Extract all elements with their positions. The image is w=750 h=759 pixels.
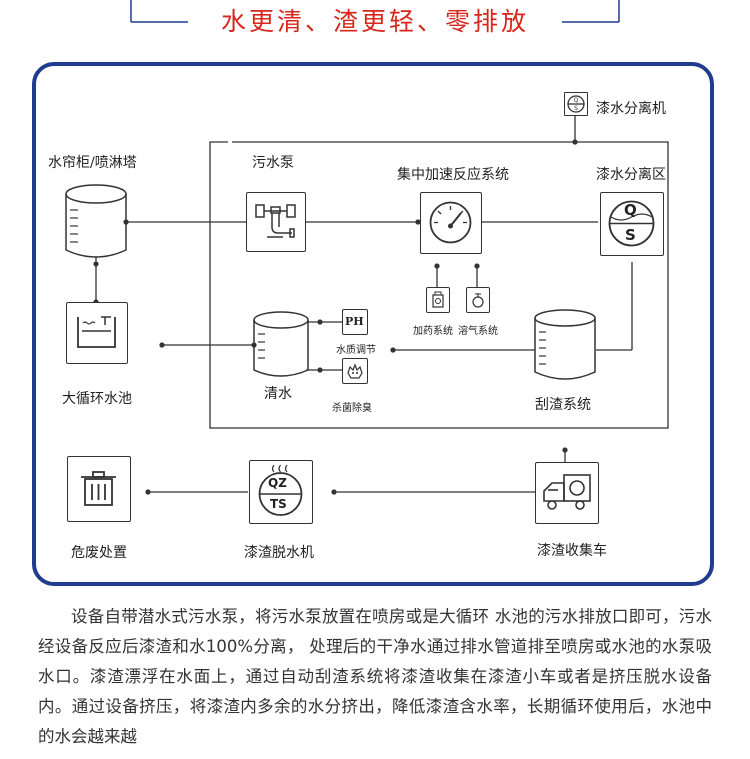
clear-water-label: 清水: [264, 386, 292, 402]
collection-cart-label: 漆渣收集车: [537, 543, 607, 559]
water-tank-icon: [65, 184, 127, 258]
ph-text: PH: [345, 315, 364, 328]
dewatering-machine-icon: [249, 460, 313, 524]
header: 水更清、渣更轻、零排放: [0, 0, 750, 48]
dosing-system-icon: [426, 287, 450, 313]
reaction-system-label: 集中加速反应系统: [397, 167, 509, 183]
clear-water-tank-icon: [253, 311, 309, 377]
sewage-pump-icon: [246, 192, 306, 252]
disinfection-icon: [342, 358, 368, 384]
description-text: 设备自带潜水式污水泵，将污水泵放置在喷房或是大循环 水池的污水排放口即可，污水经…: [38, 602, 712, 752]
svg-text:S: S: [574, 105, 578, 112]
scraper-system-label: 刮渣系统: [535, 397, 591, 413]
aeration-system-icon: [466, 287, 490, 313]
separation-s-text: S: [625, 226, 636, 244]
separation-q-text: Q: [624, 201, 637, 219]
header-decoration: [130, 0, 620, 23]
separator-machine-label: 漆水分离机: [596, 101, 666, 117]
circulation-pool-icon: [66, 302, 128, 364]
dosing-system-label: 加药系统: [413, 326, 453, 337]
circulation-pool-label: 大循环水池: [62, 391, 132, 407]
hazardous-waste-label: 危废处置: [71, 545, 127, 561]
collection-cart-icon: [535, 462, 599, 524]
page-title: 水更清、渣更轻、零排放: [220, 7, 529, 36]
scraper-system-icon: [534, 309, 596, 380]
diagram-frame: [32, 62, 714, 586]
hazardous-waste-icon: [67, 456, 131, 522]
water-curtain-label: 水帘柜/喷淋塔: [48, 155, 137, 171]
ph-adjust-icon: PH: [342, 309, 368, 335]
description-paragraph: 设备自带潜水式污水泵，将污水泵放置在喷房或是大循环 水池的污水排放口即可，污水经…: [38, 607, 712, 746]
dewatering-qz-text: QZ: [268, 476, 287, 490]
separation-zone-label: 漆水分离区: [596, 167, 666, 183]
reaction-system-icon: [420, 192, 482, 254]
svg-text:Q: Q: [574, 97, 579, 104]
sewage-pump-label: 污水泵: [252, 155, 294, 171]
ph-adjust-label: 水质调节: [336, 345, 376, 356]
separation-zone-icon: [600, 192, 664, 256]
disinfection-label: 杀菌除臭: [332, 403, 372, 414]
aeration-system-label: 溶气系统: [458, 326, 498, 337]
dewatering-machine-label: 漆渣脱水机: [244, 545, 314, 561]
connector-lines: [93, 112, 669, 495]
dewatering-ts-text: TS: [270, 497, 287, 511]
